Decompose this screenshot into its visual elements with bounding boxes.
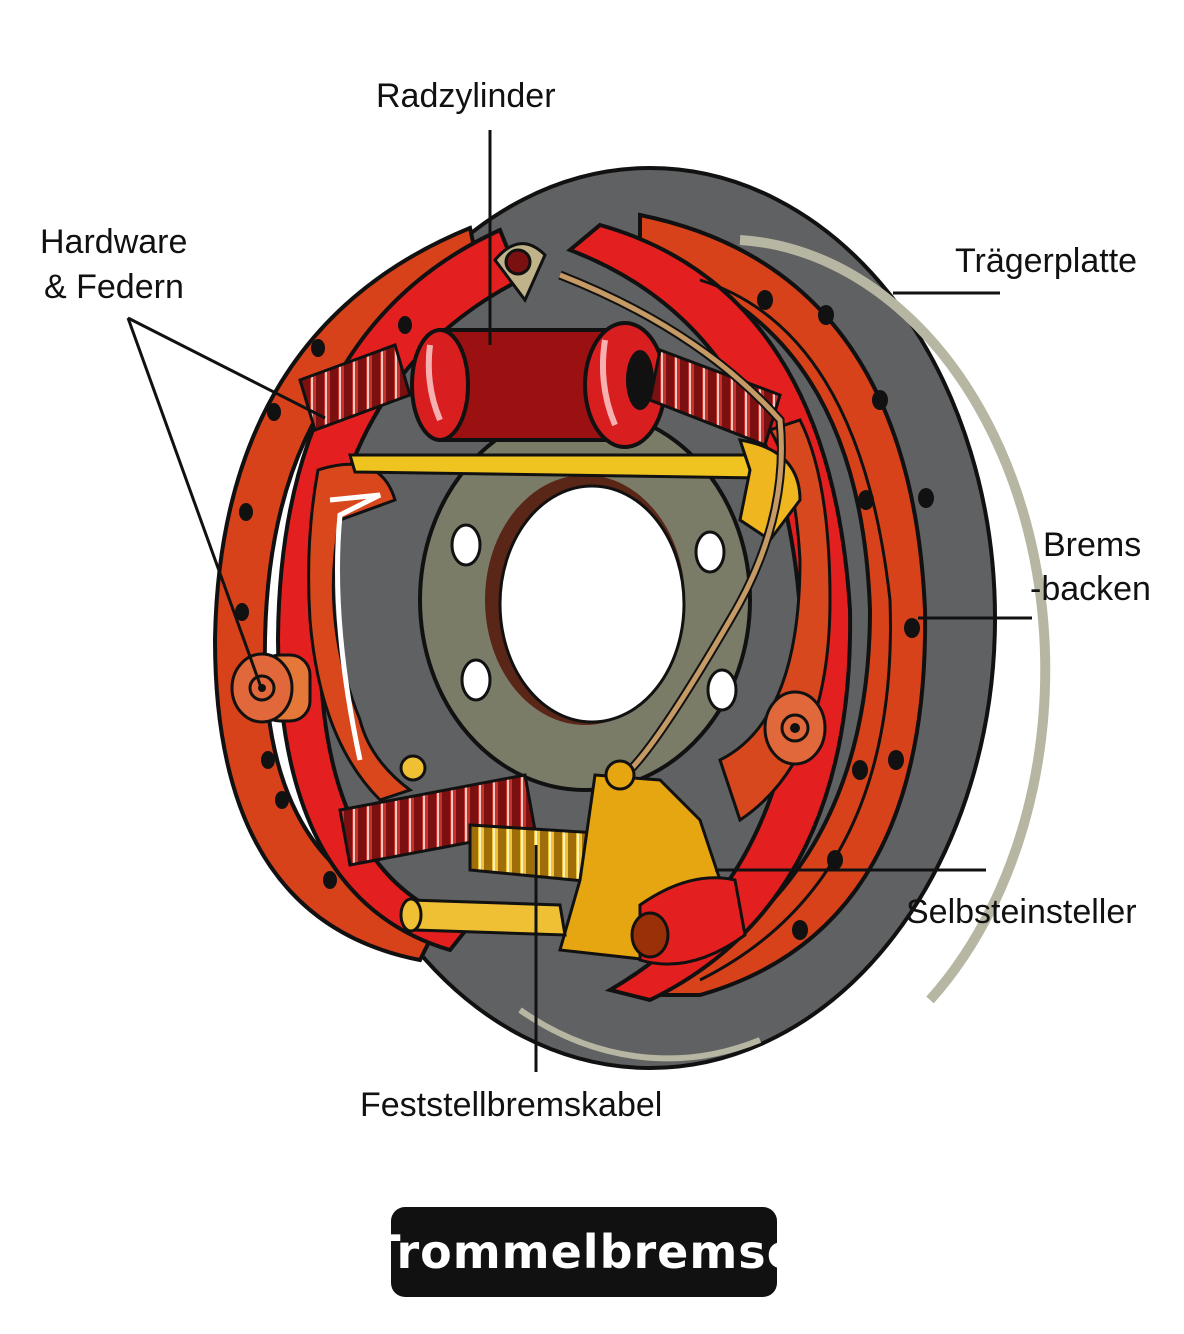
label-hardware-springs-line1: Hardware [40, 223, 188, 261]
return-spring-left [298, 343, 412, 432]
title-banner: Trommelbremse [369, 1207, 798, 1297]
parking-brake-cable [558, 270, 786, 774]
callout-lines [126, 130, 1032, 1072]
label-self-adjuster: Selbsteinsteller [906, 893, 1137, 931]
label-parking-brake-cable: Feststellbremskabel [360, 1086, 663, 1124]
lining-rivets [235, 290, 934, 940]
label-backing-plate: Trägerplatte [955, 242, 1138, 280]
hold-down-pin-right [763, 690, 827, 766]
label-hardware-springs-line2: & Federn [44, 268, 184, 306]
label-wheel-cylinder: Radzylinder [376, 77, 556, 115]
diagram-title: Trommelbremse [369, 1225, 799, 1279]
wheel-cylinder [410, 242, 667, 449]
hub [418, 408, 752, 792]
self-adjuster [399, 754, 747, 966]
label-brake-shoes-line1: Brems [1043, 526, 1142, 564]
hold-down-pin-left [230, 652, 312, 724]
label-brake-shoes-line2: -backen [1030, 570, 1151, 608]
